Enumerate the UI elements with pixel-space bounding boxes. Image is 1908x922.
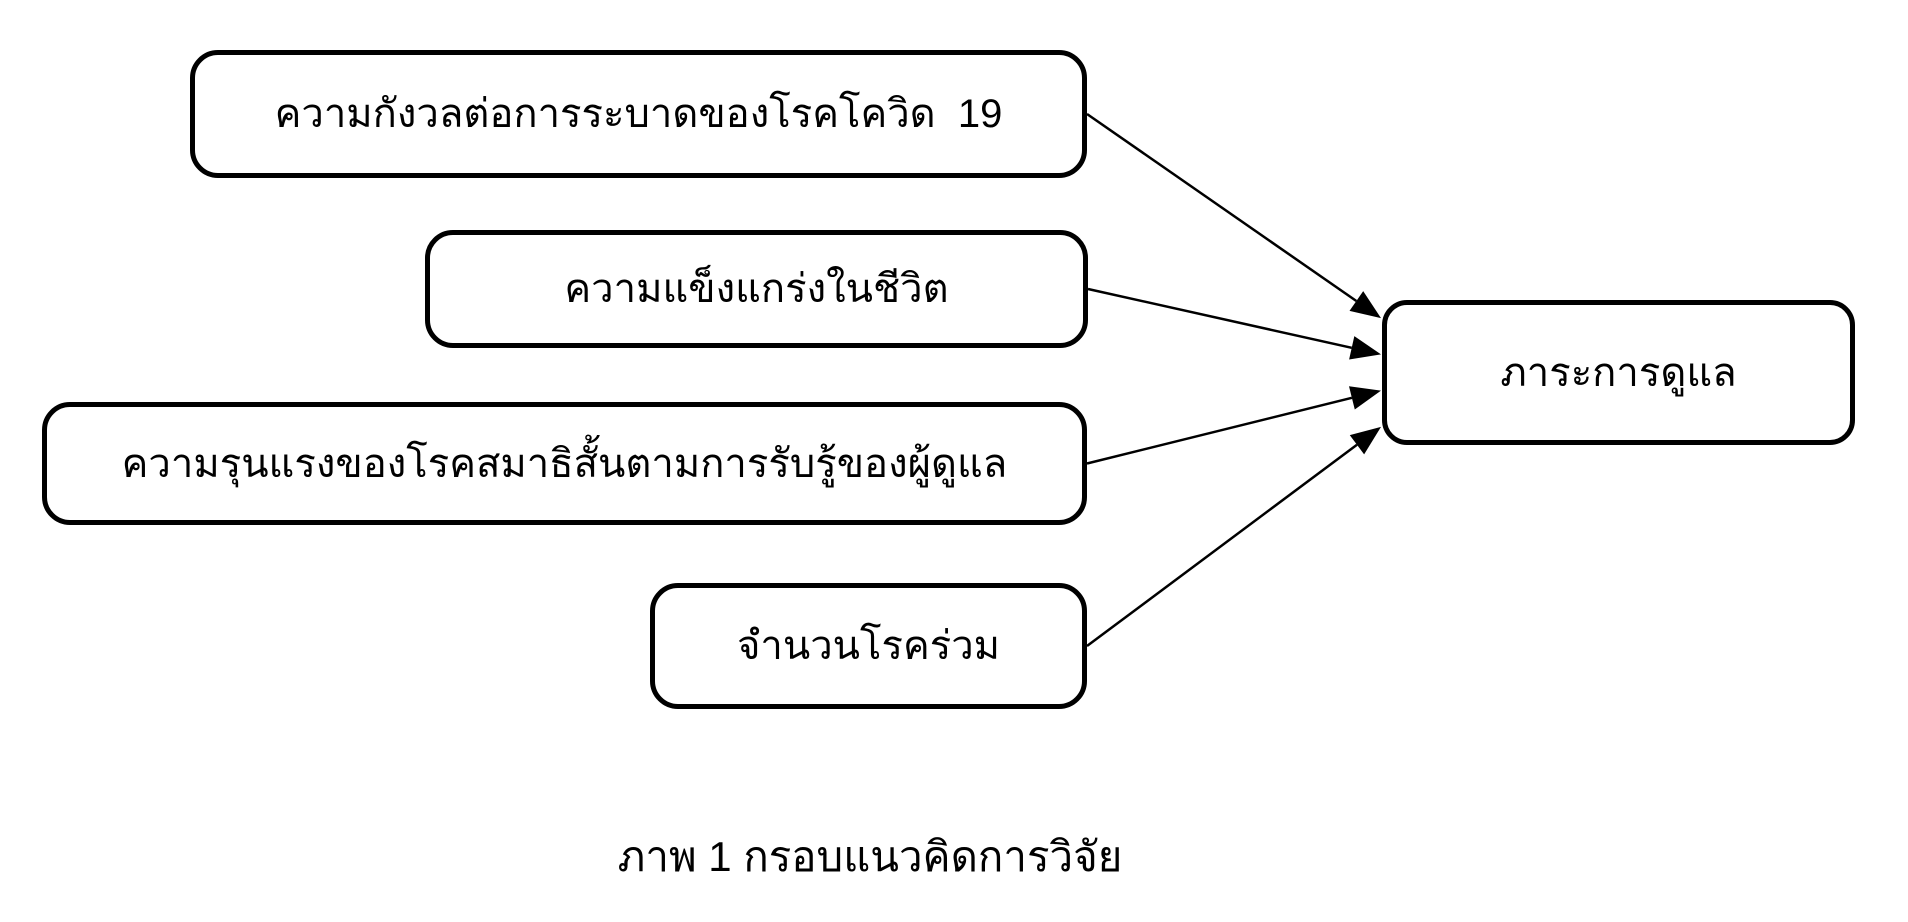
arrow-line <box>1086 443 1358 648</box>
arrowhead-icon <box>1349 291 1381 319</box>
node-comorbidity-label: จำนวนโรคร่วม <box>736 624 1001 668</box>
node-care-burden: ภาระการดูแล <box>1382 300 1855 445</box>
node-adhd-severity-label: ความรุนแรงของโรคสมาธิสั้นตามการรับรู้ของ… <box>121 441 1008 486</box>
arrow-line <box>1086 396 1353 465</box>
node-resilience-label: ความแข็งแกร่งในชีวิต <box>564 267 949 311</box>
node-care-burden-label: ภาระการดูแล <box>1500 350 1737 395</box>
node-resilience: ความแข็งแกร่งในชีวิต <box>425 230 1088 348</box>
arrowhead-icon <box>1349 336 1381 360</box>
arrowhead-icon <box>1349 426 1381 455</box>
node-covid-concern: ความกังวลต่อการระบาดของโรคโควิด 19 <box>190 50 1087 178</box>
arrow-line <box>1086 112 1358 303</box>
node-adhd-severity: ความรุนแรงของโรคสมาธิสั้นตามการรับรู้ของ… <box>42 402 1087 525</box>
node-covid-concern-label: ความกังวลต่อการระบาดของโรคโควิด 19 <box>274 92 1003 136</box>
node-comorbidity: จำนวนโรคร่วม <box>650 583 1087 709</box>
arrowhead-icon <box>1348 386 1381 410</box>
arrow-line <box>1087 287 1352 350</box>
figure-caption: ภาพ 1 กรอบแนวคิดการวิจัย <box>617 833 1123 880</box>
